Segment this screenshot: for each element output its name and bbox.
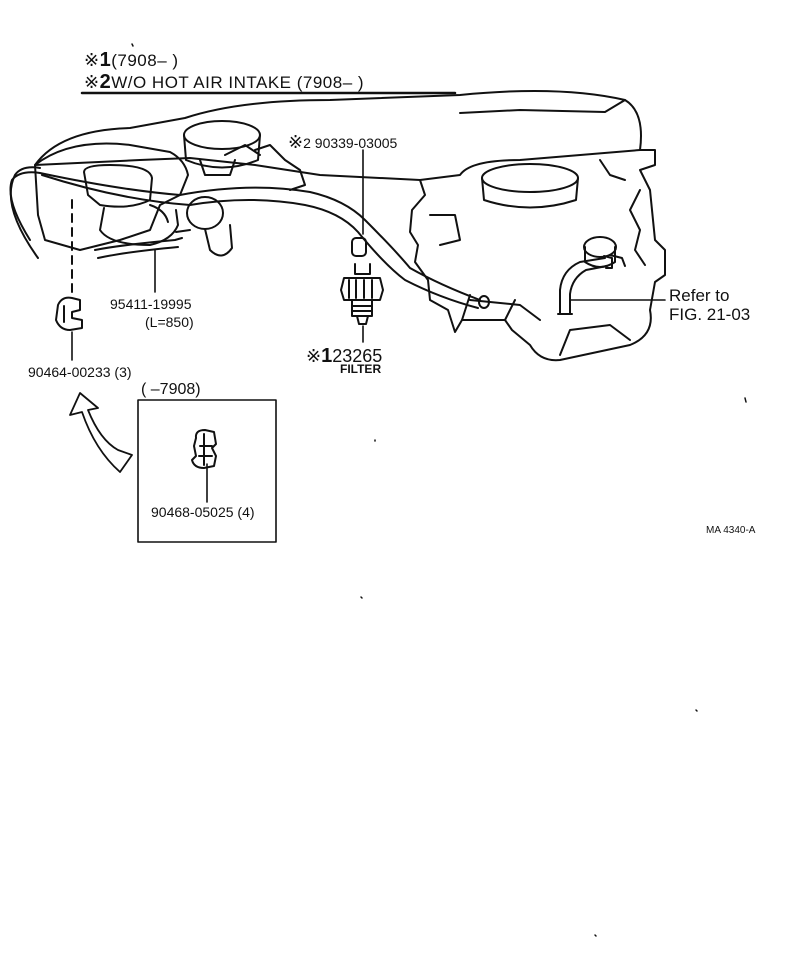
vacuum-hose [9,166,490,309]
rubber-cap-90339 [351,237,367,257]
air-cleaner [34,142,233,257]
note-mark: ※ [84,50,100,70]
note-number: 1 [99,49,112,71]
header-line-1-text: (7908– ) [111,51,179,70]
figure-id: MA 4340-A [706,526,755,536]
callout-90339: ※2 90339-03005 [288,133,397,151]
callout-95411-length: (L=850) [145,315,194,329]
part-number: 90468-05025 (4) [151,504,255,520]
inset-title-text: ( –7908) [141,381,201,398]
note-number: 2 [303,135,311,151]
reference-line-1: Refer to [669,287,729,304]
hose-length: (L=850) [145,314,194,330]
refer-hose [557,255,613,315]
part-number: 95411-19995 [110,296,192,312]
part-number: 23265 [332,346,383,366]
header-line-2: ※2W/O HOT AIR INTAKE (7908– ) [84,72,364,92]
inset-title: ( –7908) [141,382,201,398]
figure-id-text: MA 4340-A [706,525,756,536]
header-line-2-text: W/O HOT AIR INTAKE (7908– ) [111,73,365,92]
callout-90464: 90464-00233 (3) [28,365,132,379]
note-mark: ※ [306,346,322,366]
callout-23265-desc: FILTER [340,363,381,375]
specks [131,43,747,937]
part-number: 90339-03005 [314,135,398,151]
callout-23265: ※123265 [306,346,382,366]
note-mark: ※ [288,132,304,152]
curved-arrow [69,392,133,473]
inset-box [137,399,277,543]
header-line-1: ※1(7908– ) [84,50,179,70]
part-number: 90464-00233 (3) [28,364,132,380]
part-description: FILTER [340,362,382,376]
clamp-90464 [55,296,83,331]
note-number: 1 [321,345,333,367]
inset-part: 90468-05025 (4) [151,505,255,519]
reference-text: Refer to [669,286,730,305]
leader-lines [71,149,666,503]
callout-95411: 95411-19995 [110,297,191,311]
engine-block [34,90,666,362]
reference-line-2: FIG. 21-03 [669,306,750,323]
filter-23265 [340,263,384,325]
note-number: 2 [99,71,112,93]
note-mark: ※ [84,72,100,92]
reference-figure: FIG. 21-03 [669,305,751,324]
